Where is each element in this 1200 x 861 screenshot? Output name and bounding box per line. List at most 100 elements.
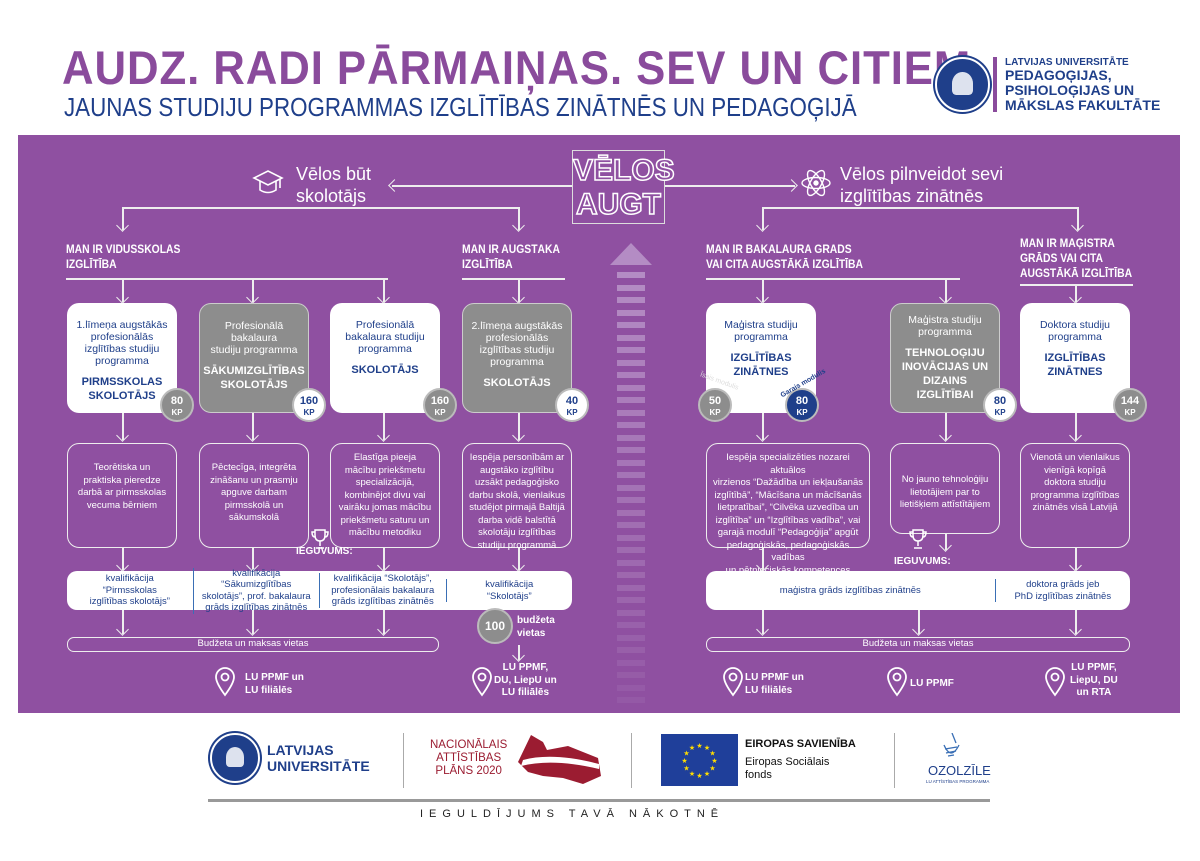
ladder-stripe	[617, 672, 645, 678]
program-name: PIRMSSKOLAS SKOLOTĀJS	[81, 376, 163, 402]
ladder-stripe	[617, 459, 645, 466]
ladder-stripe	[617, 509, 645, 516]
connector-line	[1075, 413, 1077, 440]
program-type: 2.līmeņa augstākās profesionālās izglītī…	[471, 320, 563, 368]
program-type: Doktora studiju programma	[1039, 319, 1111, 343]
latvijas-universitate-logo-text: LATVIJAS UNIVERSITĀTE	[267, 742, 370, 774]
kp-unit: KP	[994, 408, 1006, 417]
footer-tagline: IEGULDĪJUMS TAVĀ NĀKOTNĒ	[420, 808, 725, 820]
university-seal-logo	[935, 57, 990, 112]
connector-line	[518, 413, 520, 440]
description-box: Iespēja specializēties nozarei aktuālos …	[706, 443, 870, 576]
eu-flag-icon: ★★★★★★★★★★★★	[661, 734, 738, 786]
outcome-item: kvalifikācija “Skolotājs”	[445, 579, 573, 602]
budget-count-badge: 100	[477, 608, 513, 644]
location-text: LU PPMF	[910, 678, 954, 689]
connector-line	[122, 207, 124, 230]
ladder-stripe	[617, 559, 645, 566]
svg-text:★: ★	[689, 744, 695, 752]
kp-value: 50	[708, 395, 722, 407]
ladder-stripe	[617, 384, 645, 391]
footer-divider	[208, 799, 990, 802]
ladder-stripe	[617, 397, 645, 403]
ladder-stripe	[617, 534, 645, 541]
kp-unit: KP	[566, 408, 578, 417]
location-pin-icon	[722, 667, 744, 697]
ladder-stripe	[617, 622, 645, 628]
center-line2: AUGT	[575, 187, 662, 222]
diagram-panel	[18, 135, 1180, 713]
program-card[interactable]: Profesionālā bakalaura studiju programma…	[330, 303, 440, 413]
program-card[interactable]: Profesionālā bakalaura studiju programma…	[199, 303, 309, 413]
connector-line	[1020, 284, 1133, 286]
location-text: LU PPMF un LU filiālēs	[745, 672, 804, 696]
outcome-item: kvalifikācija “Sākumizglītības skolotājs…	[192, 567, 320, 614]
ladder-stripe	[617, 572, 645, 578]
program-card[interactable]: 1.līmeņa augstākās profesionālās izglītī…	[67, 303, 177, 413]
ladder-stripe	[617, 297, 645, 303]
ladder-stripe	[617, 597, 645, 603]
connector-line	[945, 278, 947, 302]
connector-line	[252, 548, 254, 570]
location-pin-icon	[214, 667, 236, 697]
program-type: Maģistra studiju programma	[908, 314, 982, 338]
connector-line	[383, 610, 385, 634]
goal-education-science: Vēlos pilnveidot sevi izglītības zinātnē…	[840, 164, 1004, 206]
location-pin-icon	[886, 667, 908, 697]
outcome-label: IEGUVUMS:	[894, 556, 951, 567]
connector-line	[762, 278, 764, 302]
ladder-stripe	[617, 359, 645, 366]
ladder-stripe	[617, 472, 645, 478]
connector-line	[66, 278, 388, 280]
eu-title: EIROPAS SAVIENĪBA	[745, 738, 856, 750]
nap-2020-text: NACIONĀLAIS ATTĪSTĪBAS PLĀNS 2020	[430, 739, 508, 777]
latvia-flag-map-icon	[513, 732, 603, 787]
location-text: LU PPMF, LiepU, DU un RTA	[1070, 662, 1118, 698]
connector-line	[762, 207, 764, 230]
connector-line	[122, 610, 124, 634]
ladder-stripe	[617, 609, 645, 616]
connector-line	[1077, 207, 1079, 230]
program-name: IZGLĪTĪBAS ZINĀTNES	[1044, 352, 1106, 378]
ozolzile-name: OZOLZĪLE	[928, 763, 991, 778]
ladder-stripe	[617, 684, 645, 691]
outcome-label: IEGUVUMS:	[296, 546, 353, 557]
kp-value: 80	[170, 395, 184, 407]
kp-unit: KP	[1124, 408, 1136, 417]
connector-line	[252, 278, 254, 302]
connector-line	[462, 278, 565, 280]
ladder-stripe	[617, 659, 645, 666]
budget-places-bar-left: Budžeta un maksas vietas	[67, 637, 439, 652]
description-box: Elastīga pieeja mācību priekšmetu specia…	[330, 443, 440, 548]
connector-line	[518, 548, 520, 570]
outcome-item: doktora grāds jeb PhD izglītības zinātnē…	[994, 579, 1130, 602]
ladder-stripe	[617, 322, 645, 328]
connector-line	[122, 548, 124, 570]
description-box: Pēctecīga, integrēta zināšanu un prasmju…	[199, 443, 309, 548]
outcome-item: kvalifikācija “Skolotājs”, profesionālai…	[319, 573, 446, 608]
connector-line	[518, 645, 520, 660]
location-pin-icon	[471, 667, 493, 697]
page-title: AUDZ. RADI PĀRMAIŅAS. SEV UN CITIEM	[62, 41, 972, 94]
ladder-stripe	[617, 522, 645, 528]
path-heading: MAN IR BAKALAURA GRĀDS VAI CITA AUGSTĀKĀ…	[706, 244, 863, 271]
connector-line	[945, 413, 947, 440]
connector-line	[918, 610, 920, 634]
description-box: No jauno tehnoloģiju lietotājiem par to …	[890, 443, 1000, 534]
kp-value: 80	[795, 395, 809, 407]
ladder-stripe	[617, 547, 645, 553]
program-card[interactable]: 2.līmeņa augstākās profesionālās izglītī…	[462, 303, 572, 413]
connector-line	[1075, 610, 1077, 634]
university-name: LATVIJAS UNIVERSITĀTE	[1005, 57, 1129, 68]
ladder-stripe	[617, 284, 645, 291]
path-heading: MAN IR VIDUSSKOLAS IZGLĪTĪBA	[66, 244, 181, 271]
svg-text:★: ★	[711, 757, 717, 765]
ladder-stripe	[617, 497, 645, 503]
connector-line	[762, 610, 764, 634]
